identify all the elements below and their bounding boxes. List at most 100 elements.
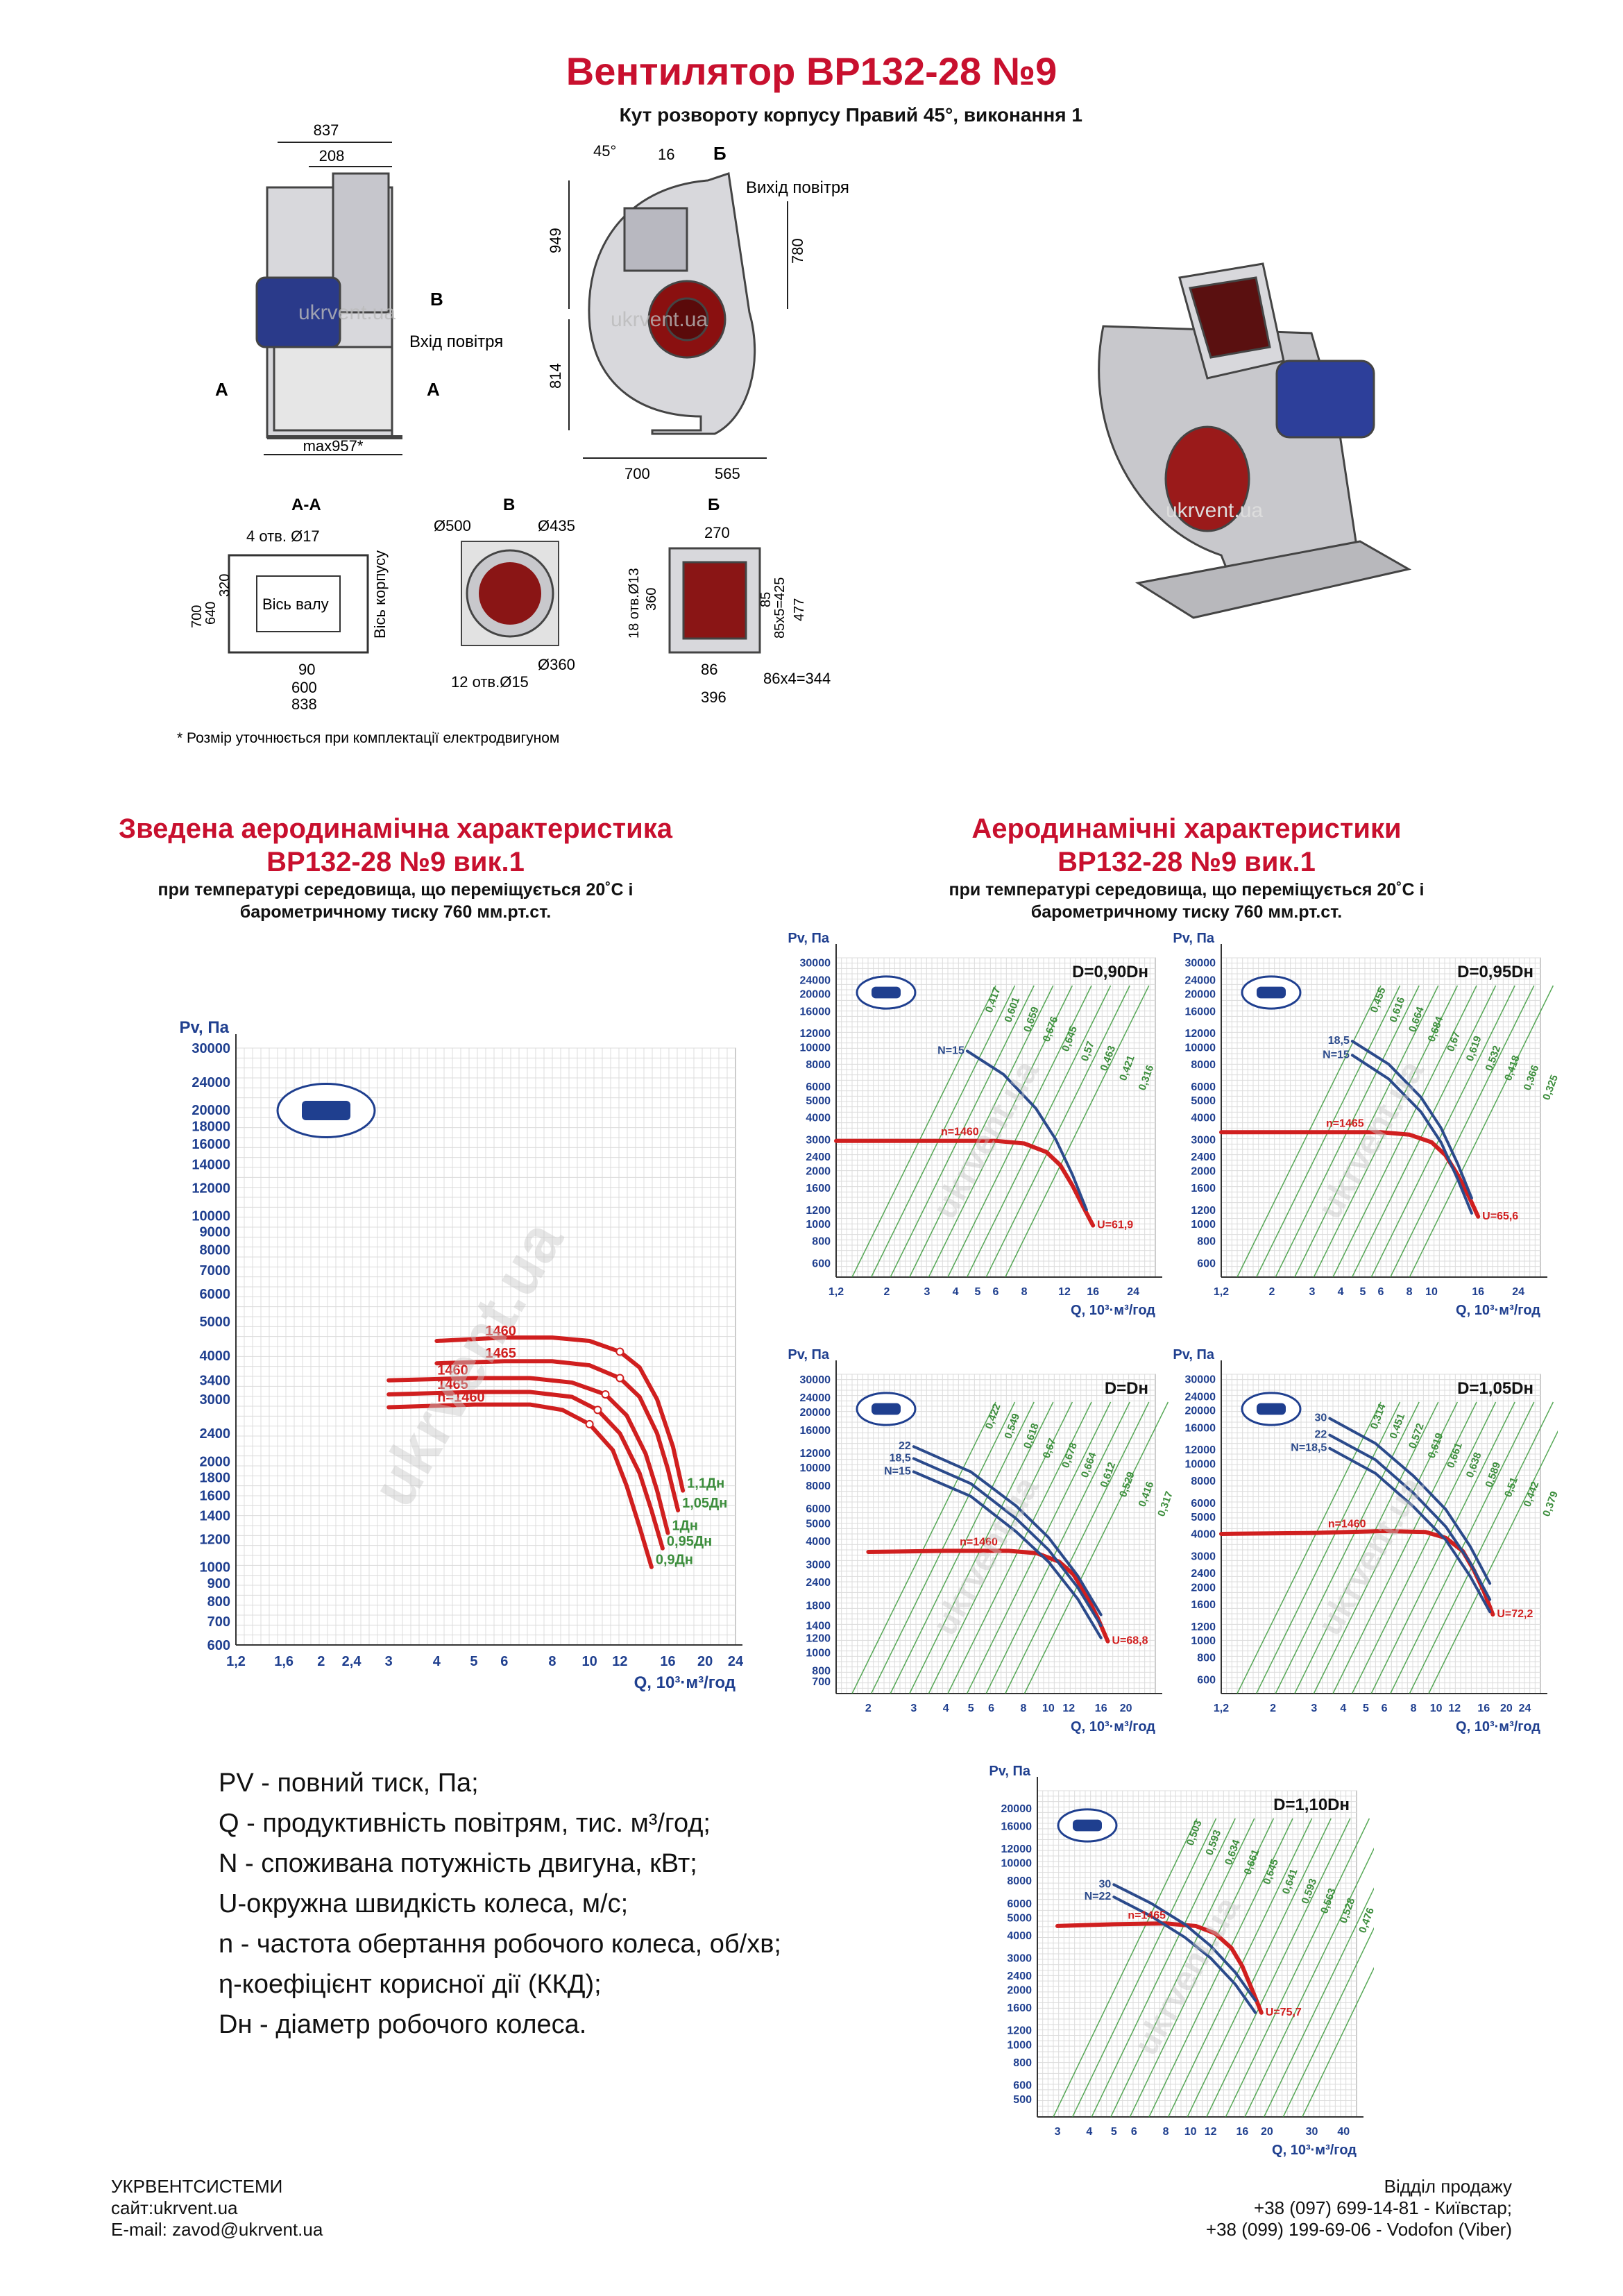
x-tick-label: 10 <box>1425 1286 1438 1298</box>
x-tick-label: 8 <box>1411 1703 1417 1714</box>
legend-eta: η-коефіцієнт корисної дії (ККД); <box>219 1970 602 1999</box>
right-section-header: Аеродинамічні характеристики ВР132-28 №9… <box>874 812 1499 923</box>
series-line <box>1219 1130 1481 1219</box>
y-tick-label: 1200 <box>1007 2025 1032 2037</box>
efficiency-line <box>1053 1818 1198 2118</box>
series-label: 1,1Дн <box>687 1476 724 1492</box>
x-tick-label: 30 <box>1306 2126 1318 2138</box>
footer-company: УКРВЕНТСИСТЕМИ <box>111 2176 283 2197</box>
efficiency-line <box>851 985 996 1278</box>
y-tick-label: 800 <box>207 1594 230 1610</box>
footer-site[interactable]: сайт:ukrvent.ua <box>111 2197 238 2218</box>
y-tick-label: 600 <box>1013 2080 1032 2092</box>
design-point <box>601 1390 610 1399</box>
efficiency-line <box>1282 1927 1374 2118</box>
efficiency-line <box>966 985 1112 1278</box>
y-tick-label: 800 <box>812 1236 831 1248</box>
power-label: 22 <box>1315 1429 1327 1441</box>
y-tick-label: 10000 <box>800 1042 831 1054</box>
efficiency-line <box>1071 1818 1217 2118</box>
dim-85x5: 85х5=425 <box>772 577 788 639</box>
y-tick-label: 1000 <box>806 1219 831 1231</box>
y-tick-label: 1000 <box>200 1560 231 1576</box>
y-tick-label: 20000 <box>800 1407 831 1419</box>
x-tick-label: 8 <box>1020 1703 1026 1714</box>
design-point <box>593 1406 602 1415</box>
speed-label: n=1465 <box>1326 1117 1364 1129</box>
efficiency-line <box>1294 1401 1439 1694</box>
dim-700: 700 <box>624 465 650 482</box>
y-tick-label: 18000 <box>192 1119 230 1134</box>
x-axis-label: Q, 10³·м³/год <box>1071 1303 1155 1318</box>
dim-d500: Ø500 <box>434 517 471 534</box>
y-tick-label: 1600 <box>1007 2002 1032 2014</box>
left-note-1: при температурі середовища, що переміщує… <box>158 880 634 900</box>
dim-208: 208 <box>319 147 345 164</box>
y-tick-label: 16000 <box>1185 1422 1216 1434</box>
view-B-flange <box>461 541 559 646</box>
view-Bb-marker: Б <box>713 143 726 164</box>
y-tick-label: 2400 <box>1007 1970 1032 1982</box>
section-AA-title: А-А <box>291 496 321 514</box>
x-tick-label: 24 <box>728 1654 744 1669</box>
footer-email[interactable]: E-mail: zavod@ukrvent.ua <box>111 2219 323 2240</box>
section-AA-drawing <box>228 554 369 654</box>
y-tick-label: 1600 <box>806 1183 831 1195</box>
efficiency-line <box>890 1401 1035 1694</box>
right-title-1: Аеродинамічні характеристики <box>971 813 1402 844</box>
speed-label: n=1465 <box>1128 1909 1166 1921</box>
y-tick-label: 1000 <box>1007 2039 1032 2051</box>
footer-phone-2[interactable]: +38 (099) 199-69-06 - Vodofon (Viber) <box>1205 2219 1512 2240</box>
x-tick-label: 1,2 <box>1214 1703 1229 1714</box>
y-tick-label: 12000 <box>800 1448 831 1460</box>
y-tick-label: 5000 <box>200 1315 231 1330</box>
x-tick-label: 12 <box>612 1654 627 1669</box>
logo-fan-icon <box>1257 1403 1286 1415</box>
series-line <box>912 1445 1103 1617</box>
y-tick-label: 10000 <box>1185 1042 1216 1054</box>
x-tick-label: 12 <box>1062 1703 1075 1714</box>
body-axis: Вісь корпусу <box>371 550 389 639</box>
x-tick-label: 8 <box>1021 1286 1028 1298</box>
design-point <box>615 1374 624 1383</box>
side-view-drawing <box>255 172 402 439</box>
legend-n-power: N - споживана потужність двигуна, кВт; <box>219 1849 697 1878</box>
y-axis-label: Pv, Па <box>179 1018 229 1037</box>
series-line <box>1112 1896 1257 2014</box>
series-line <box>912 1457 1103 1627</box>
y-tick-label: 2400 <box>1191 1568 1216 1580</box>
power-label: N=15 <box>937 1045 965 1056</box>
x-tick-label: 1,2 <box>829 1286 844 1298</box>
y-tick-label: 700 <box>207 1614 230 1630</box>
dim-d360: Ø360 <box>538 656 575 673</box>
dim-396: 396 <box>701 689 726 706</box>
x-tick-label: 16 <box>1472 1286 1484 1298</box>
x-tick-label: 5 <box>974 1286 980 1298</box>
y-tick-label: 5000 <box>806 1518 831 1530</box>
efficiency-line <box>1023 1401 1169 1694</box>
footer-phone-1[interactable]: +38 (097) 699-14-81 - Київстар; <box>1253 2197 1512 2218</box>
y-tick-label: 10000 <box>800 1462 831 1474</box>
y-tick-label: 700 <box>812 1676 831 1688</box>
x-tick-label: 4 <box>1340 1703 1346 1714</box>
efficiency-line <box>1409 985 1554 1278</box>
y-tick-label: 10000 <box>192 1209 230 1224</box>
x-tick-label: 10 <box>581 1654 597 1669</box>
chart-title: D=0,95Dн <box>1457 963 1533 981</box>
y-tick-label: 3000 <box>806 1559 831 1571</box>
y-tick-label: 5000 <box>1191 1095 1216 1107</box>
dim-814: 814 <box>547 363 564 389</box>
efficiency-label: 0,379 <box>1540 1489 1558 1518</box>
logo-fan-icon <box>1073 1819 1102 1832</box>
efficiency-line <box>1275 1401 1420 1694</box>
dim-360-bb: 360 <box>644 588 659 611</box>
x-tick-label: 20 <box>1261 2126 1273 2138</box>
y-tick-label: 16000 <box>1001 1821 1033 1832</box>
x-tick-label: 12 <box>1205 2126 1217 2138</box>
x-tick-label: 24 <box>1512 1286 1524 1298</box>
y-tick-label: 3000 <box>806 1134 831 1146</box>
efficiency-line <box>1129 1818 1275 2118</box>
y-tick-label: 2000 <box>1191 1165 1216 1177</box>
logo-fan-icon <box>1257 986 1286 999</box>
series-line <box>1112 1883 1257 2002</box>
